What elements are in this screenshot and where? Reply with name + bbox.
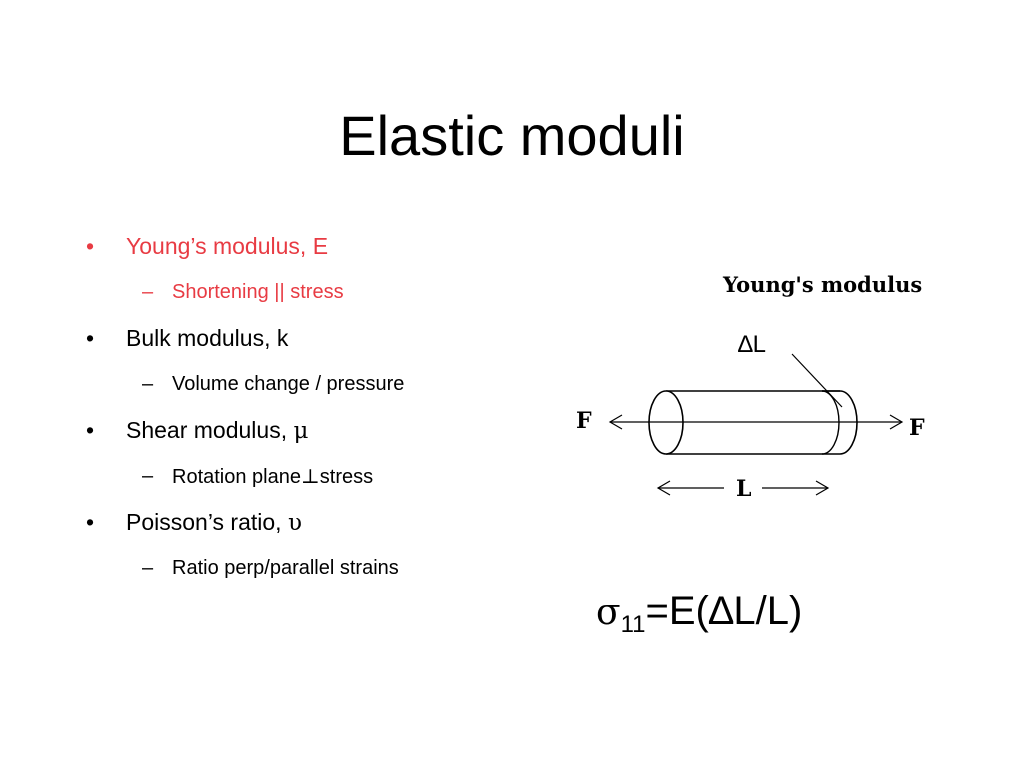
- slide-title: Elastic moduli: [339, 104, 685, 167]
- subbullet-shortening: – Shortening || stress: [86, 276, 546, 308]
- subbullet-rotation-plane: – Rotation plane⊥stress: [86, 460, 546, 492]
- bullet-marker: •: [86, 509, 95, 535]
- bullet-shear-modulus: • Shear modulus, μ: [86, 412, 546, 448]
- subbullet-text: Volume change / pressure: [172, 373, 405, 395]
- length-left-arrowhead: [656, 480, 671, 496]
- subbullet-text: Shortening || stress: [172, 281, 344, 303]
- force-right-label: F: [909, 415, 925, 441]
- subbullet-text-suffix: stress: [319, 466, 374, 488]
- bullet-text: Bulk modulus, k: [126, 325, 289, 351]
- mu-symbol: μ: [293, 418, 309, 444]
- upsilon-symbol: υ: [287, 510, 302, 536]
- equation-rhs: =E(∆L/L): [645, 589, 803, 633]
- force-left-label: F: [576, 408, 592, 434]
- subbullet-marker: –: [142, 373, 154, 395]
- subbullet-volume-change: – Volume change / pressure: [86, 368, 546, 400]
- figure-title: Young's modulus: [722, 272, 922, 297]
- subbullet-ratio-strains: – Ratio perp/parallel strains: [86, 552, 546, 584]
- bullet-bulk-modulus: • Bulk modulus, k: [86, 320, 546, 356]
- subbullet-marker: –: [142, 465, 154, 487]
- bullet-text: Poisson’s ratio,: [126, 509, 288, 535]
- bullet-text: Young’s modulus, E: [126, 233, 329, 259]
- cylinder-diagram: Young's modulus ∆L F F L: [576, 272, 925, 502]
- bullet-text: Shear modulus,: [126, 417, 294, 443]
- bullet-marker: •: [86, 325, 95, 351]
- delta-l-label: ∆L: [738, 331, 766, 358]
- subbullet-marker: –: [142, 557, 154, 579]
- length-right-arrowhead: [815, 480, 830, 496]
- sigma-symbol: σ: [596, 592, 621, 633]
- left-force-arrowhead: [608, 414, 623, 430]
- delta-l-pointer: [791, 353, 843, 408]
- subbullet-text: Ratio perp/parallel strains: [172, 557, 399, 579]
- bullet-poissons-ratio: • Poisson’s ratio, υ: [86, 504, 546, 540]
- perpendicular-symbol: ⊥: [300, 464, 320, 488]
- youngs-modulus-figure: Young's modulus ∆L F F L: [570, 262, 950, 522]
- youngs-modulus-equation: σ11=E(∆L/L): [596, 585, 802, 651]
- equation-subscript: 11: [620, 611, 646, 638]
- bullet-list: • Young’s modulus, E – Shortening || str…: [86, 228, 546, 596]
- right-force-arrowhead: [889, 414, 904, 430]
- length-label: L: [736, 476, 751, 502]
- bullet-youngs-modulus: • Young’s modulus, E: [86, 228, 546, 264]
- subbullet-marker: –: [142, 281, 154, 303]
- subbullet-text: Rotation plane: [172, 466, 301, 488]
- bullet-marker: •: [86, 417, 95, 443]
- bullet-marker: •: [86, 233, 95, 259]
